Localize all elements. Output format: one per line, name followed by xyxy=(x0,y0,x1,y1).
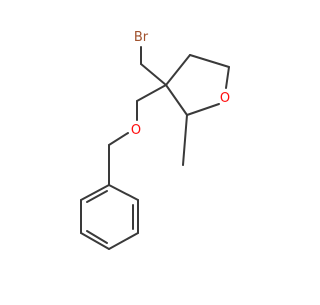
molecule-structure: Br O O xyxy=(80,30,230,250)
bromine-label: Br xyxy=(134,30,149,45)
bond-quat-ch2 xyxy=(136,84,167,102)
bond-ph-1 xyxy=(108,184,139,201)
bond-ether-o-ch2 xyxy=(108,132,129,146)
bond-ring-c5-o xyxy=(225,66,230,89)
bond-ring-c2-quat xyxy=(165,84,188,116)
bond-ph-6 xyxy=(80,184,110,201)
bond-ring-c4-c5 xyxy=(189,54,230,68)
ether-oxygen-label: O xyxy=(131,123,141,138)
bond-ph-4 xyxy=(80,232,110,250)
bond-methyl xyxy=(182,114,188,166)
structure-canvas: Br O O xyxy=(80,30,230,250)
bond-ring-quat-c4 xyxy=(165,54,191,86)
bond-ph-inner-2 xyxy=(86,230,108,244)
ring-oxygen-label: O xyxy=(220,91,230,106)
bond-ch2-quat xyxy=(140,63,167,86)
bond-ph-inner-3 xyxy=(86,190,108,203)
bond-ph-3 xyxy=(108,232,139,250)
bond-ring-o-c2 xyxy=(186,103,220,116)
